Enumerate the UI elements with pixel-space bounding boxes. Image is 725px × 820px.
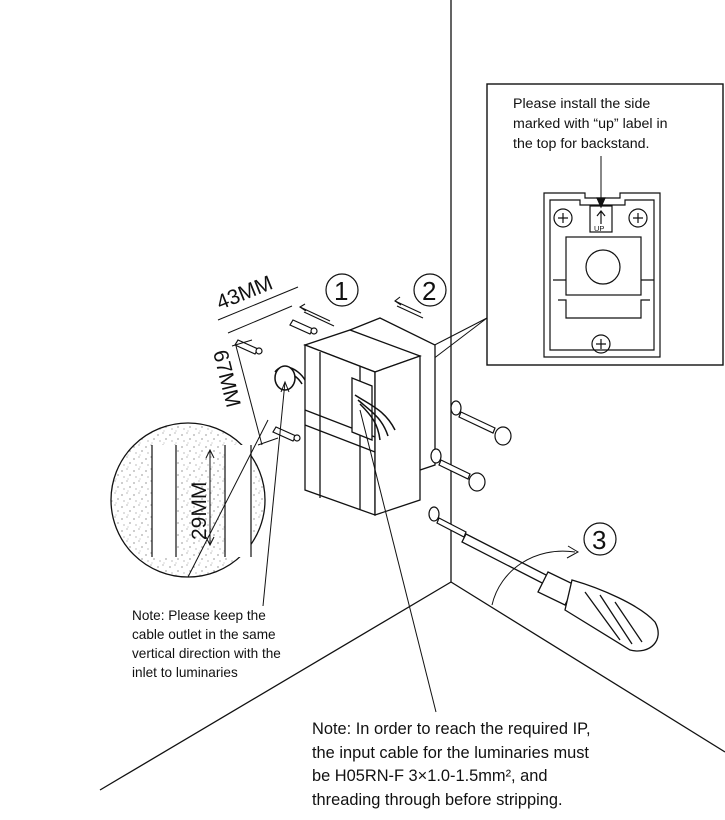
backstand-note-line: Please install the side (513, 96, 651, 112)
wall-plugs (234, 319, 318, 442)
backstand-note-line: the top for backstand. (513, 136, 650, 152)
cable-outlet-note-line: vertical direction with the (132, 646, 281, 661)
screwdriver (461, 533, 659, 652)
backstand-note: Please install the side marked with “up”… (513, 94, 718, 154)
cable-outlet-note-line: Note: Please keep the (132, 608, 266, 623)
leader-lines (262, 380, 437, 713)
backstand-note-line: marked with “up” label in (513, 116, 668, 132)
dimension-lines (217, 286, 299, 446)
up-label: UP (594, 224, 604, 233)
backstand-bracket-drawing (543, 156, 661, 358)
wall-inlet-detail (110, 419, 269, 578)
dimension-width: 43MM (213, 271, 276, 314)
cable-spec-note-line: Note: In order to reach the required IP, (312, 720, 591, 738)
wall-lines (99, 0, 725, 791)
cables (274, 365, 396, 441)
cable-outlet-note: Note: Please keep the cable outlet in th… (132, 606, 327, 682)
cable-spec-note-line: be H05RN-F 3×1.0-1.5mm², and (312, 767, 548, 785)
step-2-label: 2 (422, 276, 436, 306)
cable-outlet-note-line: cable outlet in the same (132, 627, 276, 642)
step-3-label: 3 (592, 525, 606, 555)
cable-outlet-note-line: inlet to luminaries (132, 665, 238, 680)
backstand-inset-panel: UP (415, 83, 724, 373)
direction-arrows (298, 296, 424, 327)
junction-box (303, 317, 436, 516)
cable-spec-note-line: threading through before stripping. (312, 790, 563, 809)
step-1-label: 1 (334, 276, 348, 306)
dimension-inlet-depth: 29MM (188, 482, 211, 540)
cable-spec-note: Note: In order to reach the required IP,… (312, 718, 722, 812)
mounting-screws (428, 400, 512, 538)
cable-spec-note-line: the input cable for the luminaries must (312, 743, 589, 762)
step-markers (325, 273, 617, 556)
